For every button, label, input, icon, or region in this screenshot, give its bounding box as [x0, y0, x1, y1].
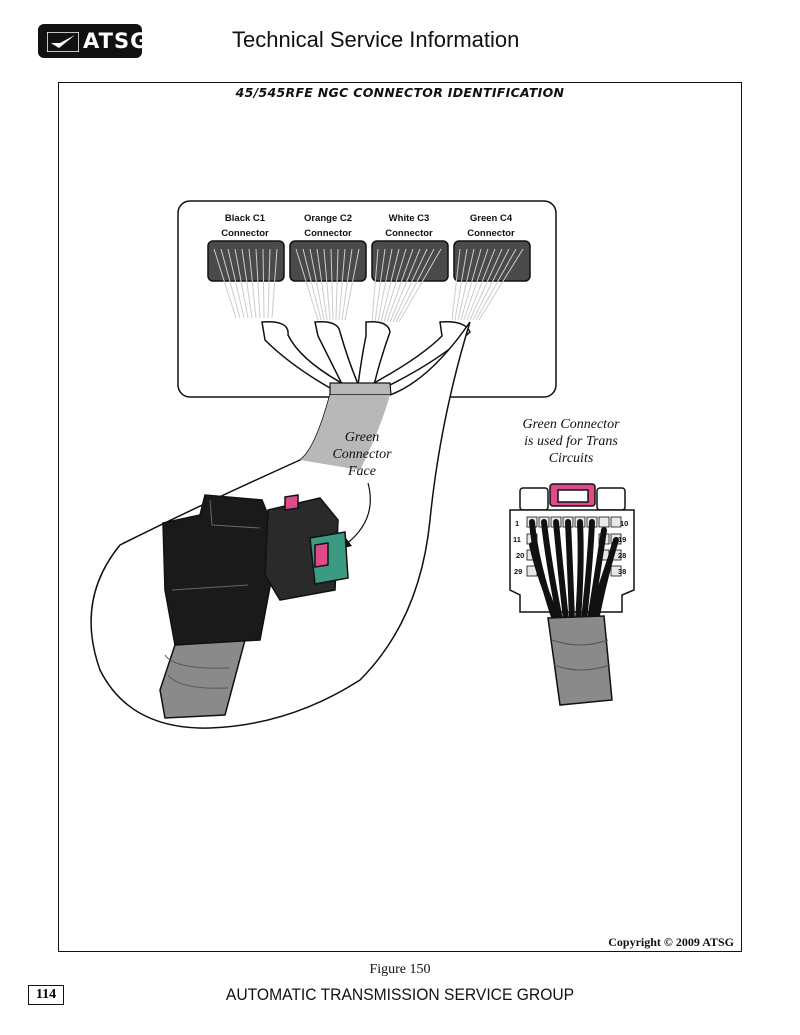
callout-arrow: [344, 482, 371, 546]
connector-c2: [289, 240, 367, 321]
connector-label-c1: Black C1: [225, 213, 266, 224]
callout-face-line1: Green: [345, 430, 379, 445]
callout-trans-line2: is used for Trans: [524, 434, 618, 449]
connector-label-c4: Green C4: [470, 213, 513, 224]
pin-19: 19: [618, 535, 626, 544]
green-connector-side-view: [159, 494, 349, 719]
figure-number: Figure 150: [369, 962, 431, 977]
callout-trans-line1: Green Connector: [522, 417, 620, 432]
callout-face-line3: Face: [347, 464, 376, 479]
callout-trans-line3: Circuits: [549, 451, 594, 466]
callout-face-line2: Connector: [332, 447, 392, 462]
connector-label-c3-sub: Connector: [385, 228, 433, 239]
page-title: Technical Service Information: [232, 27, 520, 52]
connector-c1: [207, 240, 285, 319]
figure-title: 45/545RFE NGC CONNECTOR IDENTIFICATION: [235, 85, 565, 100]
atsg-logo: ATSG: [38, 24, 147, 58]
connector-label-c4-sub: Connector: [467, 228, 515, 239]
footer-org: AUTOMATIC TRANSMISSION SERVICE GROUP: [225, 985, 575, 1004]
pin-11: 11: [513, 535, 521, 544]
pin-29: 29: [514, 567, 522, 576]
pin-1: 1: [515, 519, 519, 528]
connector-c3: [371, 240, 449, 323]
logo-text: ATSG: [83, 29, 149, 53]
pin-38: 38: [618, 567, 626, 576]
pin-10: 10: [620, 519, 628, 528]
connector-label-c1-sub: Connector: [221, 228, 269, 239]
connector-label-c2-sub: Connector: [304, 228, 352, 239]
copyright: Copyright © 2009 ATSG: [608, 935, 734, 949]
wire-harness: [261, 320, 471, 389]
page-number: 114: [28, 985, 64, 1005]
connector-label-c2: Orange C2: [304, 213, 352, 224]
connector-c4: [451, 240, 531, 321]
connector-label-c3: White C3: [389, 213, 430, 224]
pin-20: 20: [516, 551, 524, 560]
pin-28: 28: [618, 551, 626, 560]
figure-frame: [58, 82, 742, 952]
checkmark-logo-icon: [47, 32, 79, 52]
green-connector-face-view: 1 10 11 19 20 28 29 38: [509, 483, 635, 706]
